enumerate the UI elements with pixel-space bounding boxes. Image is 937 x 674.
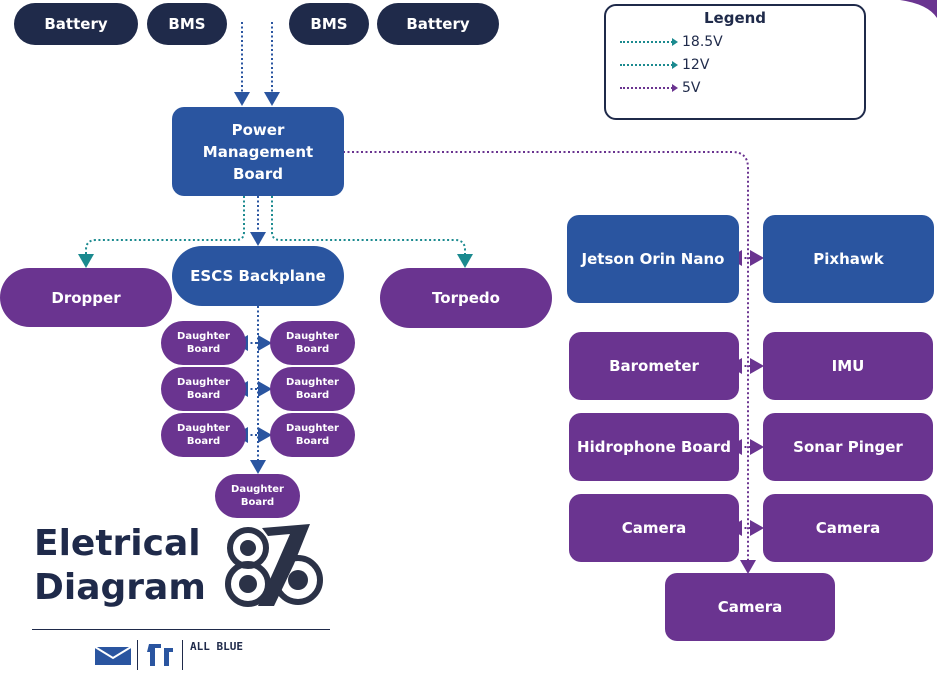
legend-item-5v: 5V: [620, 79, 700, 97]
legend: Legend 18.5V 12V 5V: [604, 4, 866, 120]
diagram-title-line2: Diagram: [34, 567, 206, 608]
torpedo: Torpedo: [380, 268, 552, 328]
corner-decoration: [900, 0, 937, 18]
diagram-title-line1: Eletrical: [34, 523, 201, 564]
daughter-board-3: Daughter Board: [161, 367, 246, 411]
daughter-board-2: Daughter Board: [270, 321, 355, 365]
daughter-board-5: Daughter Board: [161, 413, 246, 457]
barometer: Barometer: [569, 332, 739, 400]
legend-label-12v: 12V: [682, 57, 710, 73]
legend-line-12v: [620, 61, 678, 69]
bms-left: BMS: [147, 3, 227, 45]
battery-right: Battery: [377, 3, 499, 45]
legend-item-18v: 18.5V: [620, 33, 723, 51]
team-emblem-icon: [225, 524, 323, 607]
battery-left: Battery: [14, 3, 138, 45]
legend-line-18v: [620, 38, 678, 46]
logo-separator-2: [182, 640, 183, 670]
legend-label-18v: 18.5V: [682, 34, 723, 50]
daughter-board-1: Daughter Board: [161, 321, 246, 365]
wire-pmb-torpedo: [271, 196, 473, 268]
legend-item-12v: 12V: [620, 56, 709, 74]
daughter-board-7: Daughter Board: [215, 474, 300, 518]
pixhawk: Pixhawk: [763, 215, 934, 303]
divider: [32, 629, 330, 630]
dropper: Dropper: [0, 268, 172, 327]
camera-1: Camera: [569, 494, 739, 562]
wire-pmb-dropper: [78, 196, 245, 268]
imu: IMU: [763, 332, 933, 400]
legend-title: Legend: [703, 9, 767, 27]
all-blue-logo: ALL BLUE: [190, 640, 243, 653]
legend-line-5v: [620, 84, 678, 92]
escs-backplane: ESCS Backplane: [172, 246, 344, 306]
hidrophone-board: Hidrophone Board: [569, 413, 739, 481]
power-management-board: Power Management Board: [172, 107, 344, 196]
camera-2: Camera: [763, 494, 933, 562]
daughter-board-6: Daughter Board: [270, 413, 355, 457]
team-logo-icon: [147, 644, 173, 666]
camera-3: Camera: [665, 573, 835, 641]
wire-pmb-5v-bus: [343, 151, 756, 574]
daughter-board-4: Daughter Board: [270, 367, 355, 411]
sonar-pinger: Sonar Pinger: [763, 413, 933, 481]
bms-right: BMS: [289, 3, 369, 45]
logo-separator-1: [137, 640, 138, 670]
legend-label-5v: 5V: [682, 80, 701, 96]
envelope-logo-icon: [95, 646, 131, 665]
jetson-orin-nano: Jetson Orin Nano: [567, 215, 739, 303]
